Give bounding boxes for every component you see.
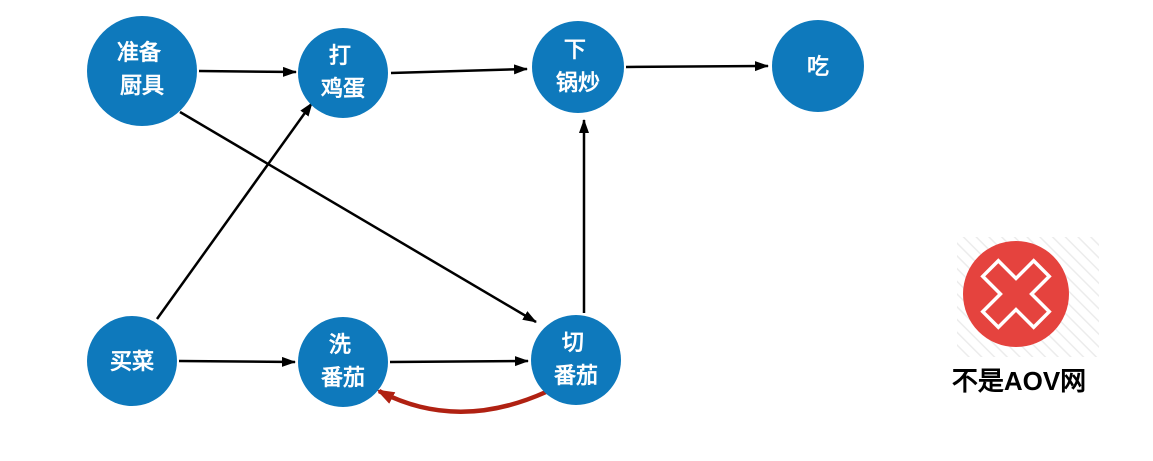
node-stir-fry: 下 锅炒 <box>532 21 624 113</box>
node-cut-tomato: 切 番茄 <box>531 315 621 405</box>
node-eat: 吃 <box>772 20 864 112</box>
not-aov-annotation: 不是AOV网 <box>952 237 1099 396</box>
node-circle <box>772 20 864 112</box>
error-cross-glyph <box>980 258 1052 330</box>
node-beat-eggs: 打 鸡蛋 <box>298 28 388 118</box>
node-buy-groceries: 买菜 <box>87 316 177 406</box>
node-circle <box>298 317 388 407</box>
node-label: 打 鸡蛋 <box>320 43 365 101</box>
edge-beat-eggs-to-stir-fry <box>390 64 528 75</box>
edge-layer <box>155 61 769 414</box>
node-label: 准备 厨具 <box>117 40 167 98</box>
annotation-label: 不是AOV网 <box>952 366 1086 396</box>
edge-cut-tomato-to-wash-tomato-cycle <box>376 389 547 414</box>
node-label: 切 番茄 <box>553 330 598 388</box>
node-circle <box>531 315 621 405</box>
edge-buy-groceries-to-beat-eggs <box>155 102 314 320</box>
edge-buy-groceries-to-wash-tomato <box>178 356 296 367</box>
node-circle <box>298 28 388 118</box>
edge-stir-fry-to-eat <box>625 61 769 72</box>
node-wash-tomato: 洗 番茄 <box>298 317 388 407</box>
node-label: 洗 番茄 <box>320 332 365 390</box>
node-label: 买菜 <box>110 349 154 374</box>
edge-prepare-utensils-to-cut-tomato <box>179 110 537 324</box>
node-circle <box>532 21 624 113</box>
edge-wash-tomato-to-cut-tomato <box>389 356 529 367</box>
node-prepare-utensils: 准备 厨具 <box>87 16 197 126</box>
edge-prepare-utensils-to-beat-eggs <box>198 66 297 77</box>
node-label: 下 锅炒 <box>556 37 600 95</box>
node-label: 吃 <box>807 54 829 79</box>
node-circle <box>87 16 197 126</box>
node-circle <box>87 316 177 406</box>
